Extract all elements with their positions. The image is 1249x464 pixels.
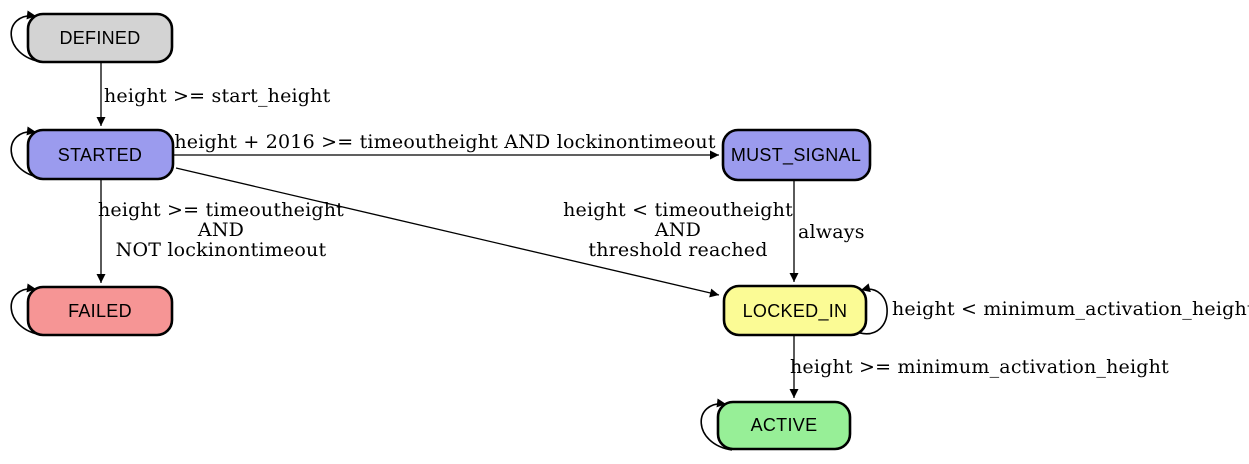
label-locked-in-self-loop: height < minimum_activation_height [892, 298, 1249, 320]
node-defined-label: DEFINED [59, 28, 140, 48]
node-locked-in: LOCKED_IN [722, 284, 868, 337]
node-must-signal: MUST_SIGNAL [721, 128, 872, 182]
self-loop-started [10, 126, 43, 179]
label-started-to-must-signal: height + 2016 >= timeoutheight AND locki… [174, 131, 716, 153]
edge-labels: height >= start_height height + 2016 >= … [98, 85, 1249, 378]
nodes: DEFINED STARTED MUST_SIGNAL FAILED LOCKE… [26, 12, 872, 451]
self-loop-failed [10, 283, 43, 336]
node-defined: DEFINED [26, 12, 174, 64]
label-defined-to-started: height >= start_height [104, 85, 331, 107]
node-failed: FAILED [26, 285, 174, 337]
self-loop-locked-in [859, 283, 888, 335]
self-loops [10, 10, 888, 451]
label-started-to-locked-in: height < timeoutheight AND threshold rea… [563, 199, 793, 261]
label-started-to-failed: height >= timeoutheight AND NOT lockinon… [98, 199, 344, 261]
node-locked-in-shape [722, 284, 868, 337]
edge-started-to-locked-in [175, 167, 720, 298]
svg-text:threshold reached: threshold reached [588, 239, 767, 261]
node-started-shape [26, 128, 175, 181]
node-started: STARTED [26, 128, 175, 181]
svg-text:height >= timeoutheight: height >= timeoutheight [98, 199, 344, 221]
node-must-signal-label: MUST_SIGNAL [731, 145, 861, 166]
svg-text:height < timeoutheight: height < timeoutheight [563, 199, 793, 221]
node-started-label: STARTED [58, 145, 142, 165]
node-defined-shape [26, 12, 174, 64]
node-active: ACTIVE [716, 400, 852, 451]
self-loop-defined [10, 10, 43, 63]
edges [96, 63, 799, 398]
self-loop-active [700, 398, 733, 451]
node-active-shape [716, 400, 852, 451]
node-failed-shape [26, 285, 174, 337]
label-locked-in-to-active: height >= minimum_activation_height [790, 356, 1169, 378]
node-locked-in-label: LOCKED_IN [743, 301, 848, 322]
svg-text:AND: AND [197, 219, 244, 241]
label-must-signal-to-locked-in: always [798, 221, 865, 243]
svg-text:NOT lockinontimeout: NOT lockinontimeout [116, 239, 327, 261]
node-failed-label: FAILED [68, 301, 132, 321]
svg-text:AND: AND [654, 219, 701, 241]
node-active-label: ACTIVE [751, 415, 818, 435]
node-must-signal-shape [721, 128, 872, 182]
